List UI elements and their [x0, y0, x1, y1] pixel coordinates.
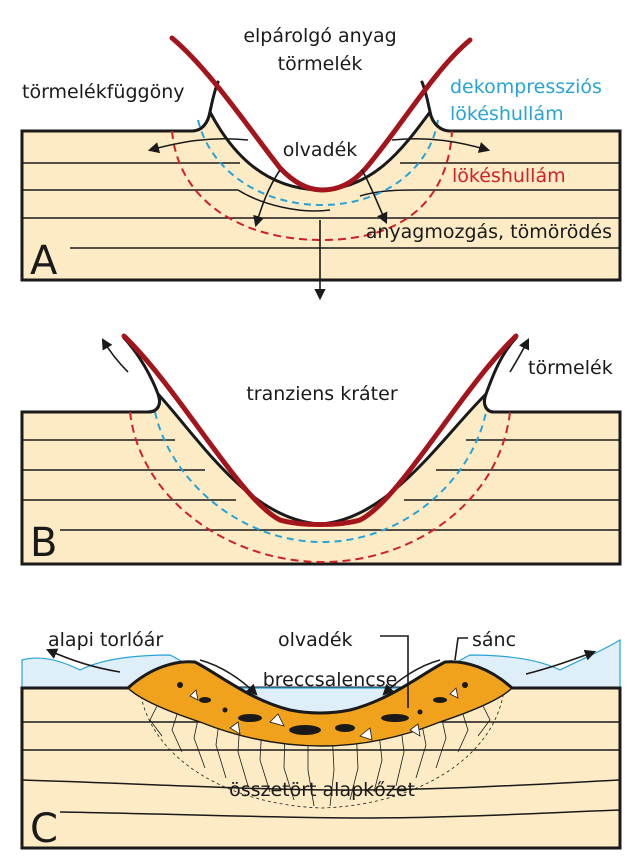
panel-a-letter: A: [30, 238, 58, 284]
panel-c: alapi torlóár olvadék sánc breccsalencse…: [20, 629, 622, 852]
panel-a: elpárolgó anyag törmelék törmelékfüggöny…: [20, 25, 622, 301]
panel-a-debris-label: törmelék: [278, 53, 363, 75]
panel-c-melt-label: olvadék: [278, 629, 353, 651]
panel-c-fracture-zone-outline: [139, 689, 505, 809]
panel-b-strata-layers: [22, 439, 620, 531]
panel-c-letter: C: [30, 806, 58, 852]
panel-c-inner-flow-arrow-left: [199, 659, 258, 696]
panel-a-crater-wall: [169, 35, 473, 193]
panel-b-rim-right: [482, 336, 518, 414]
panel-c-strata-layers: [22, 721, 620, 819]
panel-b-shockwave-front: [129, 411, 511, 564]
panel-c-left-surge-arrow: [45, 648, 121, 673]
panel-a-shockwave-front: [171, 130, 453, 242]
panel-a-movement-label: anyagmozgás, tömörödés: [366, 221, 612, 243]
panel-a-shockwave-label: lökéshullám: [452, 165, 566, 187]
panel-a-strata-layers: [22, 162, 620, 249]
panel-c-inner-flow-arrow-right: [382, 659, 441, 696]
panel-a-vapor-label: elpárolgó anyag: [243, 25, 396, 47]
panel-c-melt-leader: [380, 635, 409, 708]
panel-b-transient-label: tranziens kráter: [246, 383, 397, 405]
panel-a-strata-block: [20, 107, 622, 282]
panel-a-melt-label: olvadék: [283, 139, 358, 161]
panel-b-letter: B: [30, 520, 57, 566]
panel-a-debris-curtain-left: [190, 80, 220, 133]
panel-b-rim-left: [122, 336, 162, 414]
panel-b-debris-label: törmelék: [528, 357, 613, 379]
panel-c-rim-leader: [454, 637, 468, 661]
panel-a-decompression-label-1: dekompressziós: [450, 76, 602, 98]
panel-a-flow-arrows: [147, 137, 491, 301]
panel-c-ground-surface: [20, 660, 622, 715]
panel-b-left-ejecta-arrow: [101, 338, 129, 373]
panel-c-fractures: [149, 699, 491, 807]
panel-c-breccia-label: breccsalencse: [263, 669, 398, 691]
panel-b-crater-wall: [121, 333, 519, 527]
panel-c-fractured-label: összetört alapkőzet: [229, 779, 415, 801]
panel-b-strata-block: [20, 392, 622, 566]
panel-c-rim-label: sánc: [472, 629, 516, 651]
panel-a-debris-curtain-label: törmelékfüggöny: [22, 81, 184, 103]
panel-c-base-surge-label: alapi torlóár: [48, 629, 163, 651]
panel-c-breccia-clasts: [177, 682, 468, 741]
panel-a-decompression-front: [197, 119, 439, 207]
panel-b-right-ejecta-arrow: [509, 337, 530, 373]
panel-b: tranziens kráter törmelék B: [20, 333, 622, 566]
panel-a-decompression-label-2: lökéshullám: [450, 103, 564, 125]
panel-b-decompression-front: [154, 411, 487, 544]
panel-c-right-surge-arrow: [525, 649, 597, 675]
